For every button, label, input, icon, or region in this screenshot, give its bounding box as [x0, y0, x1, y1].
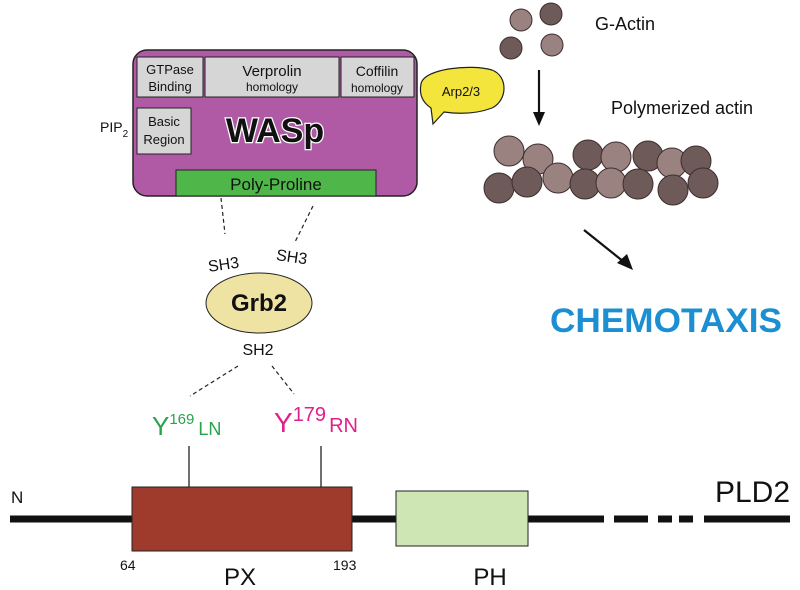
- sh3-left-link: [220, 197, 226, 235]
- actin-subunit: [622, 168, 654, 200]
- actin-subunit: [511, 166, 543, 198]
- ph-domain: [395, 490, 529, 547]
- arrow-to-chemotaxis: [583, 229, 633, 270]
- arp23-label: Arp2/3: [442, 84, 480, 99]
- verprolin-homology-domain: [204, 56, 340, 98]
- arrow-to-polymer: [533, 70, 545, 126]
- verprolin-label-1: Verprolin: [242, 63, 301, 80]
- actin-subunit: [595, 167, 627, 199]
- g-actin-monomer: [540, 33, 564, 57]
- g-actin-monomer: [539, 2, 563, 26]
- px-domain: [131, 486, 353, 552]
- poly-proline-domain: [175, 169, 377, 197]
- arp23-shape: [419, 66, 505, 126]
- verprolin-label-2: homology: [246, 80, 298, 94]
- poly-proline-label: Poly-Proline: [230, 175, 322, 194]
- g-actin-label: G-Actin: [595, 14, 655, 34]
- actin-subunit: [483, 172, 515, 204]
- pld2-label: PLD2: [715, 476, 790, 509]
- actin-subunit: [572, 139, 604, 171]
- actin-subunit: [493, 135, 525, 167]
- sh2-label: SH2: [242, 342, 273, 359]
- actin-subunit: [657, 174, 689, 206]
- chemotaxis-label: CHEMOTAXIS: [550, 302, 782, 340]
- coffilin-label-2: homology: [351, 81, 403, 95]
- g-actin-monomer: [499, 36, 523, 60]
- actin-subunit: [542, 162, 574, 194]
- basic-region-domain: [136, 107, 192, 155]
- actin-subunit: [600, 141, 632, 173]
- wasp-complex: GTPase Binding Verprolin homology Coffil…: [100, 49, 505, 197]
- sh2-right-link: [271, 365, 295, 395]
- px-label: PX: [224, 564, 256, 590]
- grb2-adaptor: [205, 272, 313, 334]
- ph-label: PH: [473, 564, 506, 590]
- px-start-label: 64: [120, 557, 136, 573]
- g-actin-group: [499, 2, 564, 60]
- polymerized-actin-label: Polymerized actin: [611, 98, 753, 118]
- grb2-label: Grb2: [231, 290, 287, 317]
- basic-region-label-2: Region: [143, 132, 184, 147]
- sh3-left-label: SH3: [207, 255, 240, 276]
- pip2-label: PIP2: [100, 119, 129, 140]
- actin-filament: [483, 135, 719, 206]
- wasp-title: WASp: [226, 112, 324, 150]
- coffilin-label-1: Coffilin: [356, 63, 399, 79]
- sh2-left-link: [189, 365, 239, 397]
- sh3-right-label: SH3: [275, 247, 308, 268]
- px-end-label: 193: [333, 557, 357, 573]
- coffilin-homology-domain: [340, 56, 415, 98]
- actin-subunit: [687, 167, 719, 199]
- g-actin-monomer: [509, 8, 533, 32]
- actin-subunit: [569, 168, 601, 200]
- gtpase-binding-label-1: GTPase: [146, 62, 194, 77]
- sh3-right-link: [294, 205, 314, 243]
- gtpase-binding-domain: [136, 56, 204, 98]
- gtpase-binding-label-2: Binding: [148, 79, 191, 94]
- basic-region-label-1: Basic: [148, 114, 180, 129]
- n-terminus-label: N: [11, 488, 23, 507]
